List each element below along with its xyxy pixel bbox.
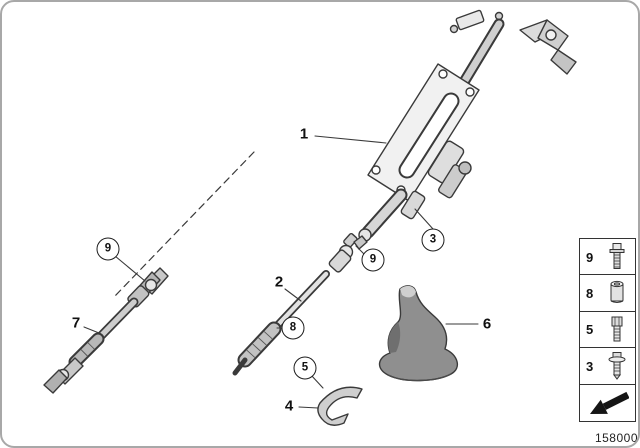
flange-bolt-icon [609,243,625,269]
callout-1[interactable]: 1 [299,125,309,143]
direction-arrow-box[interactable] [579,383,636,422]
legend-item-9[interactable]: 9 [579,238,636,276]
lower-steering-shaft [43,267,169,394]
legend-label-3: 3 [586,358,594,374]
screw-with-washer-icon [608,352,626,381]
callout-7[interactable]: 7 [71,314,81,332]
diagram-number: 158000 [594,431,638,445]
intermediate-steering-shaft [232,232,368,376]
fastener-legend: 9 8 5 [579,238,636,422]
legend-label-5: 5 [586,322,594,338]
callout-3-circled[interactable]: 3 [421,228,445,252]
callout-4[interactable]: 4 [284,397,294,415]
legend-label-8: 8 [586,285,594,301]
callout-6[interactable]: 6 [482,315,492,333]
callout-2[interactable]: 2 [274,273,284,291]
leader-lines [83,135,479,409]
legend-label-9: 9 [586,249,594,265]
direction-arrow-icon [590,391,629,414]
spacer-sleeve-icon [610,281,624,304]
socket-head-screw-icon [611,316,623,342]
callout-5-circled[interactable]: 5 [293,356,317,380]
callout-9-circled-shaft[interactable]: 9 [96,237,120,261]
clamp-plate [317,386,363,426]
callout-8-circled[interactable]: 8 [281,316,305,340]
rubber-boot [378,285,459,382]
legend-item-5[interactable]: 5 [579,310,636,349]
callout-9-circled-column[interactable]: 9 [361,248,385,272]
alignment-dashed-line [113,151,255,298]
legend-item-3[interactable]: 3 [579,347,636,386]
legend-item-8[interactable]: 8 [579,274,636,313]
steering-column-assembly [358,9,577,242]
